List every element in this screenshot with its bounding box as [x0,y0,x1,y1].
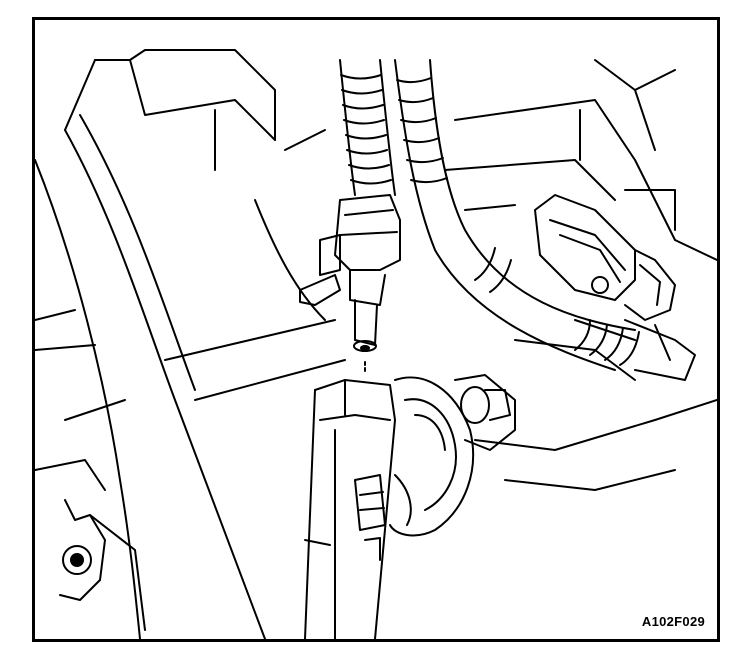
mounting-bolt [60,500,145,630]
wiring-harness-right [395,60,639,370]
background-casting [445,60,717,490]
diagram-frame: A102F029 [32,17,720,642]
connector-illustration [35,20,717,639]
sensor-boot [390,375,515,535]
sensor-connector-female [305,380,395,639]
upper-right-connector [535,195,695,380]
wiring-harness-left [340,60,395,195]
harness-connector-male [300,195,400,374]
transmission-housing [35,50,345,639]
figure-code: A102F029 [641,614,705,629]
